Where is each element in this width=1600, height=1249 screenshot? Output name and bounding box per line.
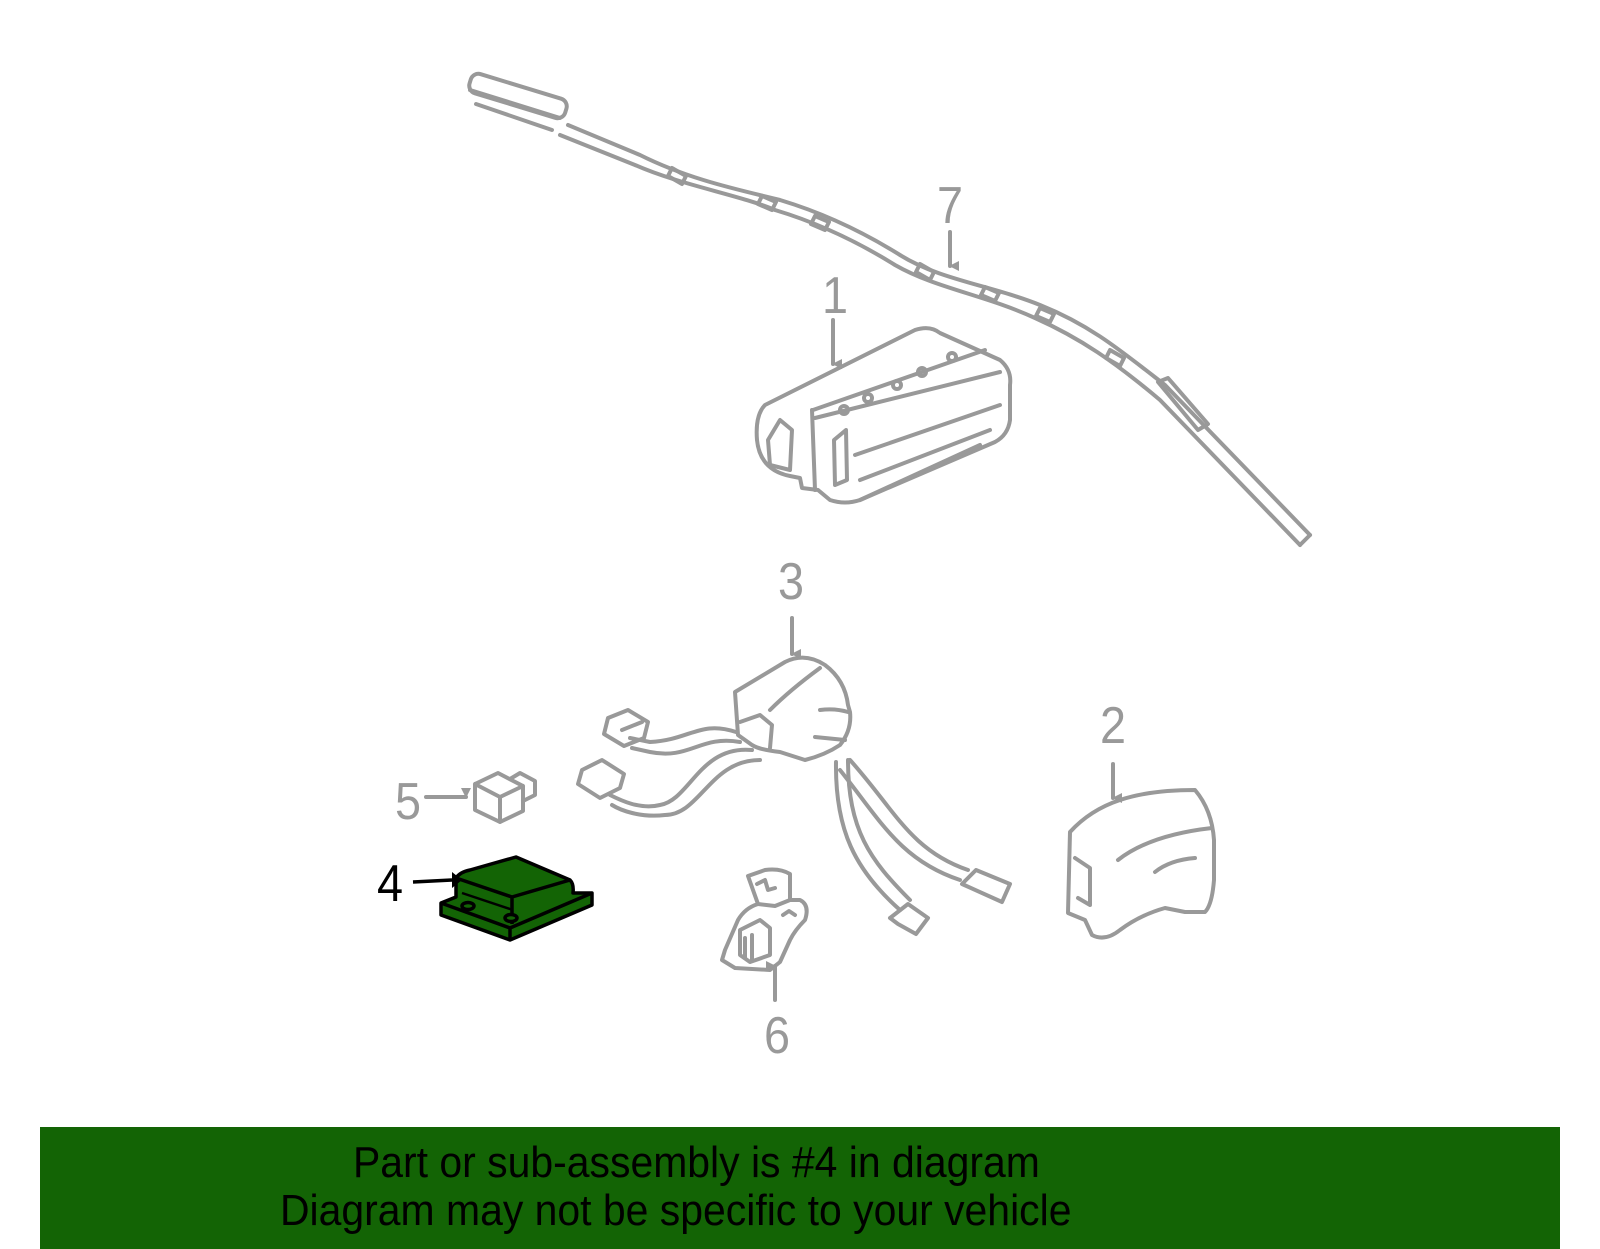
- callout-6-label: 6: [764, 1007, 791, 1065]
- callout-1-label: 1: [822, 267, 849, 325]
- diagram-illustration: [412, 71, 1312, 1002]
- part-7-curtain-airbag: [467, 71, 1312, 547]
- info-banner: Part or sub-assembly is #4 in diagram Di…: [40, 1127, 1560, 1249]
- callout-4-arrow: [412, 878, 453, 884]
- banner-line-1: Part or sub-assembly is #4 in diagram: [353, 1138, 1040, 1187]
- callout-2-label: 2: [1100, 697, 1127, 755]
- callout-7-label: 7: [937, 177, 964, 235]
- part-1-airbag-module: [754, 326, 1013, 505]
- part-4-sensing-module: [439, 855, 594, 942]
- callout-4-label: 4: [377, 855, 404, 913]
- part-2-driver-airbag: [1066, 788, 1216, 940]
- part-5-sensor: [473, 771, 537, 824]
- part-3-clockspring-harness: [576, 655, 1012, 936]
- callout-3-label: 3: [778, 553, 805, 611]
- callout-5-label: 5: [395, 773, 422, 831]
- parts-diagram: 1 2 3 4 5 6 7: [377, 71, 1312, 1065]
- banner-line-2: Diagram may not be specific to your vehi…: [280, 1186, 1072, 1235]
- part-6-switch: [720, 867, 809, 972]
